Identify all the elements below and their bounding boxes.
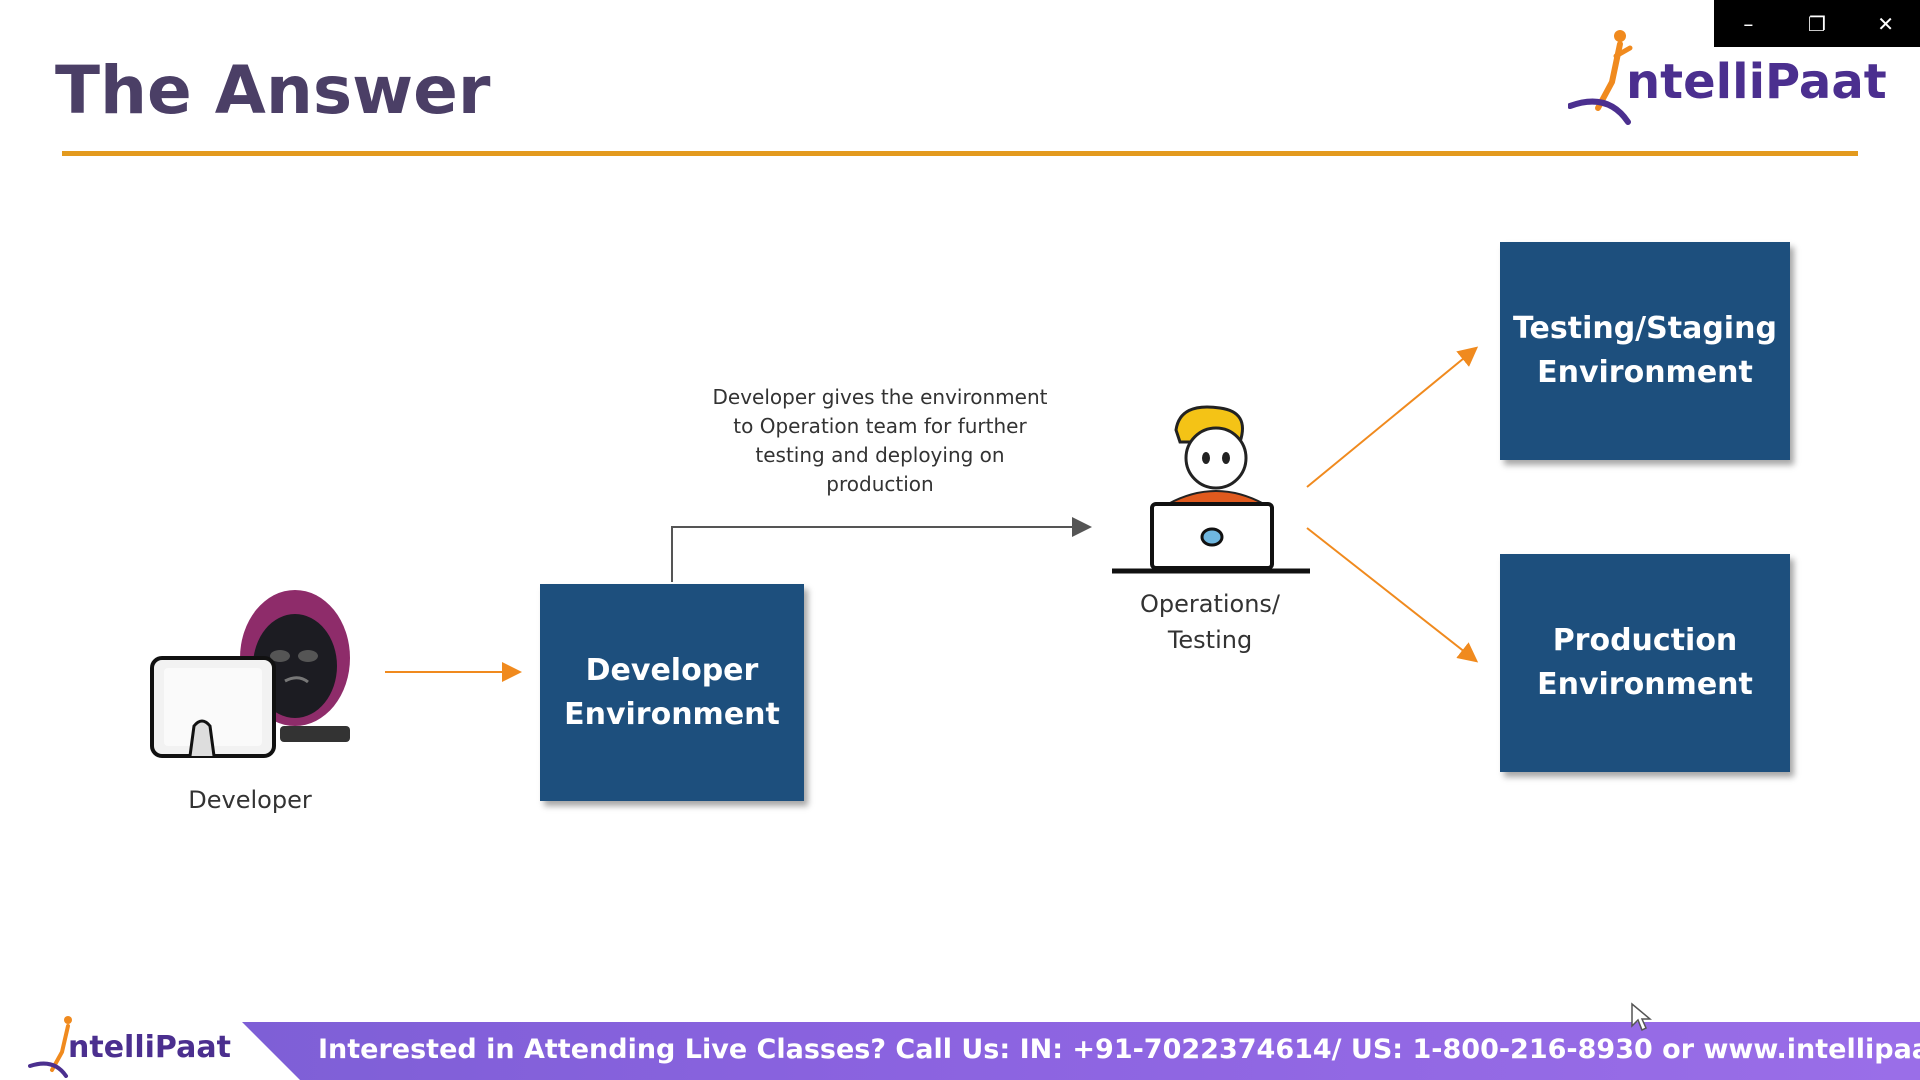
arrow-operations-to-staging	[1306, 346, 1479, 488]
production-environment-label: Production Environment	[1537, 623, 1753, 702]
footer-logo-text: ntelliPaat	[68, 1030, 231, 1065]
logo-figure-icon	[1567, 30, 1633, 125]
footer-logo: ntelliPaat	[28, 1012, 231, 1078]
window-controls: – ❐ ✕	[1714, 0, 1920, 47]
logo-text: ntelliPaat	[1626, 54, 1887, 110]
footer-banner-text: Interested in Attending Live Classes? Ca…	[318, 1034, 1920, 1065]
arrow-operations-to-production	[1306, 527, 1479, 663]
restore-icon[interactable]: ❐	[1808, 11, 1826, 36]
close-icon[interactable]: ✕	[1877, 11, 1895, 36]
mouse-cursor-icon	[1631, 1002, 1652, 1032]
intellipaat-logo: ntelliPaat	[1567, 22, 1887, 132]
testing-staging-environment-label: Testing/Staging Environment	[1513, 311, 1777, 390]
operations-person-icon	[1112, 405, 1310, 574]
minimize-icon[interactable]: –	[1743, 11, 1754, 36]
developer-label: Developer	[188, 786, 312, 814]
operations-label: Operations/ Testing	[1139, 590, 1281, 654]
handoff-note: Developer gives the environment to Opera…	[712, 385, 1048, 496]
developer-environment-label: Developer Environment	[564, 652, 780, 732]
developer-environment-box: Developer Environment	[540, 584, 804, 801]
arrow-env-to-operations	[671, 517, 1092, 582]
footer-logo-figure-icon	[28, 1016, 72, 1078]
production-environment-box: Production Environment	[1500, 554, 1790, 772]
developer-icon	[150, 590, 350, 758]
title-divider	[62, 151, 1858, 156]
slide-title: The Answer	[55, 52, 491, 129]
footer-banner[interactable]	[240, 1022, 1920, 1080]
testing-staging-environment-box: Testing/Staging Environment	[1500, 242, 1790, 460]
